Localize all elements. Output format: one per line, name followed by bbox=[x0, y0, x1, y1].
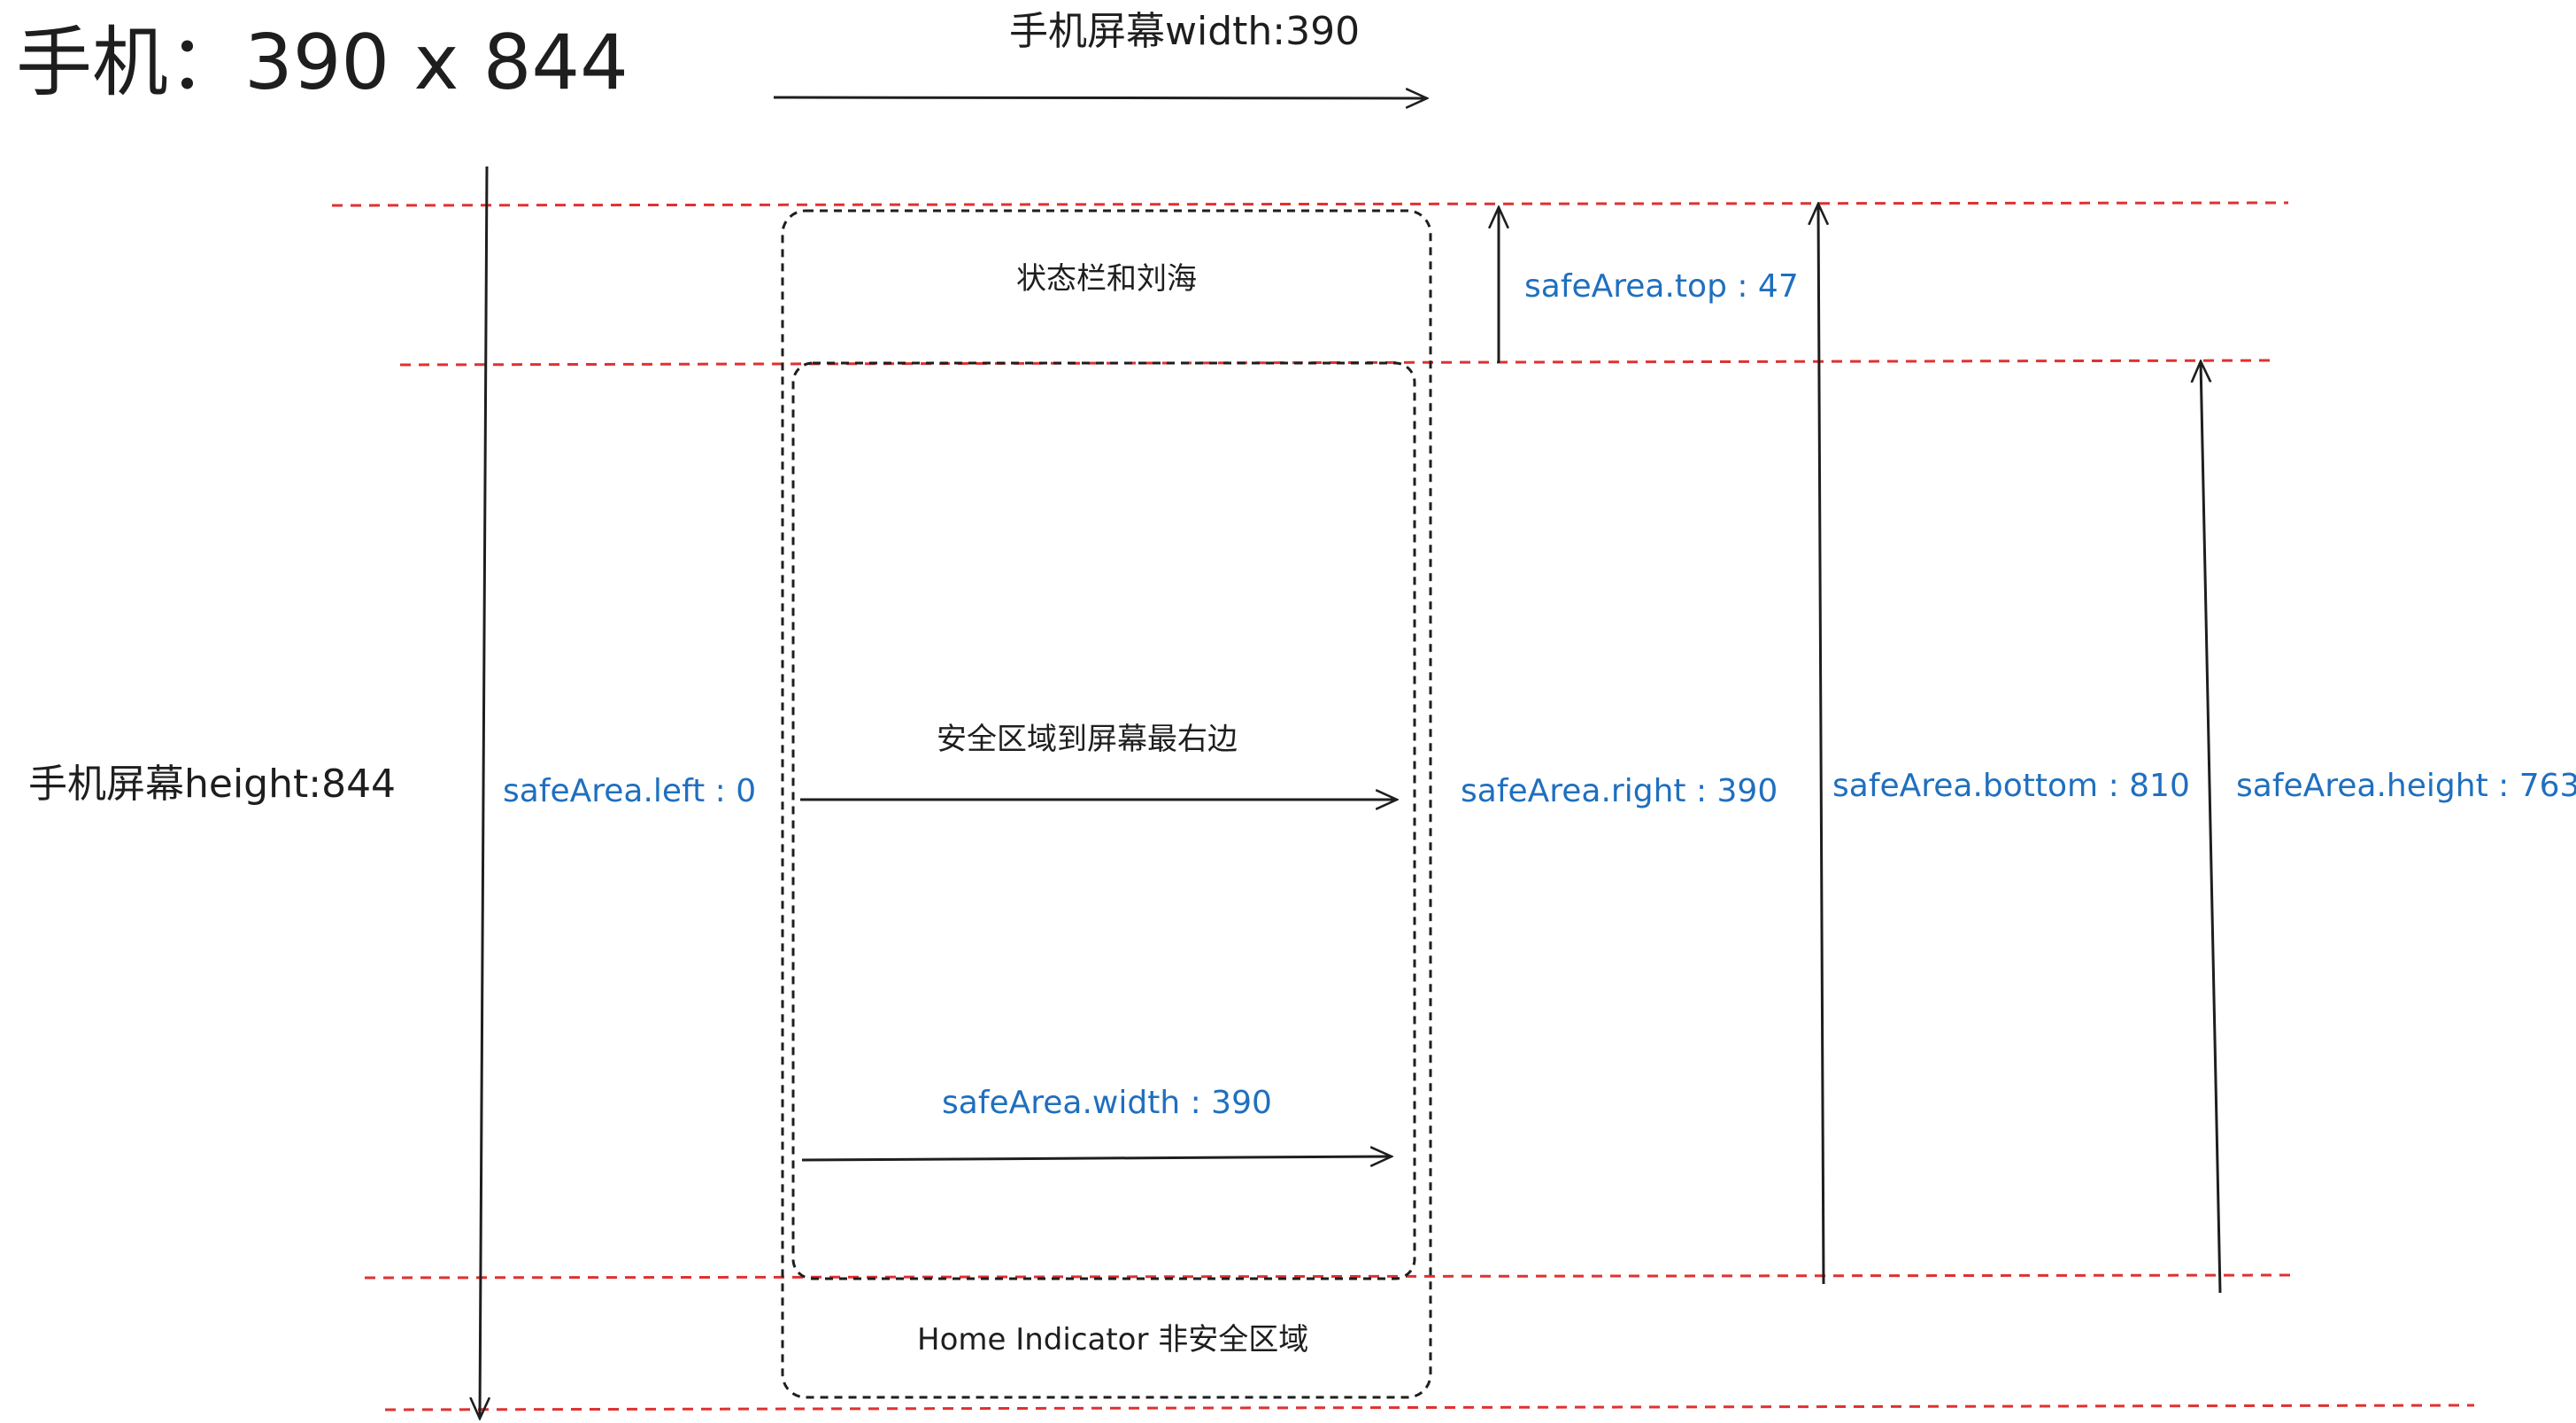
screen-height-arrow bbox=[480, 166, 487, 1419]
guide-line-screen-bottom bbox=[384, 1404, 2475, 1411]
safe-area-width-arrow bbox=[801, 1156, 1392, 1160]
home-indicator-label: Home Indicator 非安全区域 bbox=[917, 1322, 1309, 1357]
safe-area-height-label: safeArea.height : 763 bbox=[2236, 768, 2576, 804]
phone-screen-frame bbox=[781, 209, 1432, 1399]
guide-line-safe-area-bottom bbox=[364, 1273, 2292, 1280]
safe-area-top-label: safeArea.top : 47 bbox=[1524, 268, 1799, 305]
to-right-edge-label: 安全区域到屏幕最右边 bbox=[937, 722, 1238, 757]
safe-area-bottom-arrow bbox=[1818, 204, 1824, 1285]
safe-area-width-label: safeArea.width : 390 bbox=[942, 1085, 1272, 1121]
guide-line-screen-top bbox=[331, 201, 2289, 207]
safe-area-right-label: safeArea.right : 390 bbox=[1461, 773, 1778, 809]
safe-area-left-label: safeArea.left : 0 bbox=[503, 773, 757, 809]
safe-area-frame bbox=[791, 361, 1416, 1280]
screen-height-label: 手机屏幕height:844 bbox=[28, 762, 397, 807]
screen-width-label: 手机屏幕width:390 bbox=[1009, 9, 1361, 54]
screen-width-arrow bbox=[773, 97, 1427, 98]
safe-area-bottom-label: safeArea.bottom : 810 bbox=[1832, 768, 2190, 804]
status-bar-label: 状态栏和刘海 bbox=[1016, 261, 1197, 297]
safe-area-height-arrow bbox=[2201, 361, 2222, 1294]
diagram-title: 手机：390 x 844 bbox=[16, 19, 629, 107]
